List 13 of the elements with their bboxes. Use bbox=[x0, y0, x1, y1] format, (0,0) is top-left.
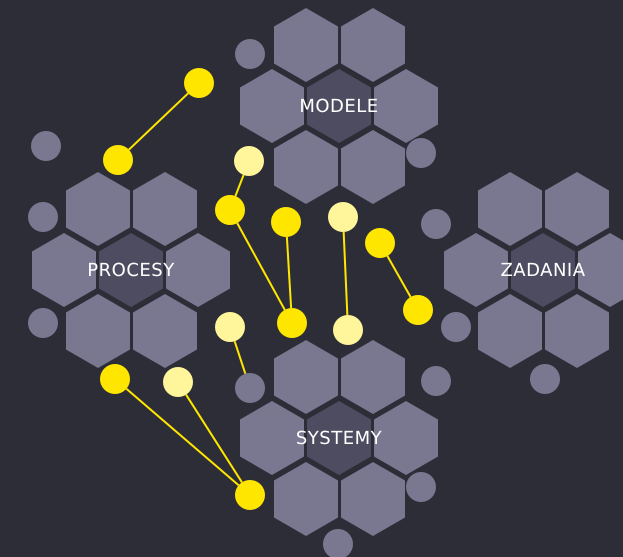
connector-line bbox=[236, 222, 286, 310]
connector-line bbox=[234, 174, 244, 196]
connector-line bbox=[126, 388, 240, 486]
connector-line bbox=[234, 340, 246, 374]
connector-line bbox=[286, 236, 292, 308]
connector-line bbox=[386, 256, 412, 298]
cluster-label: ZADANIA bbox=[500, 260, 586, 280]
connector-line bbox=[185, 394, 243, 483]
cluster-label: SYSTEMY bbox=[296, 428, 382, 448]
connector-line bbox=[128, 92, 189, 150]
cluster-label: PROCESY bbox=[87, 260, 175, 280]
connector-line bbox=[342, 232, 348, 316]
cluster-label: MODELE bbox=[299, 96, 379, 116]
